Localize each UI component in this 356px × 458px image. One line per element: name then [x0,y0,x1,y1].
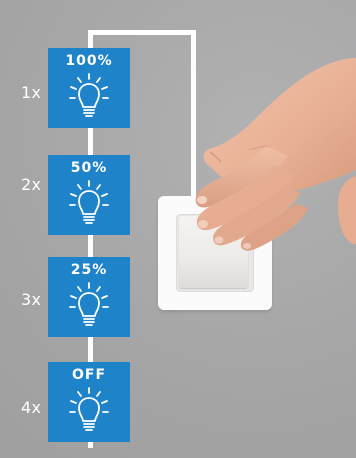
hand [0,0,356,458]
illustration: 1x 100% 2x 50% [0,0,356,458]
